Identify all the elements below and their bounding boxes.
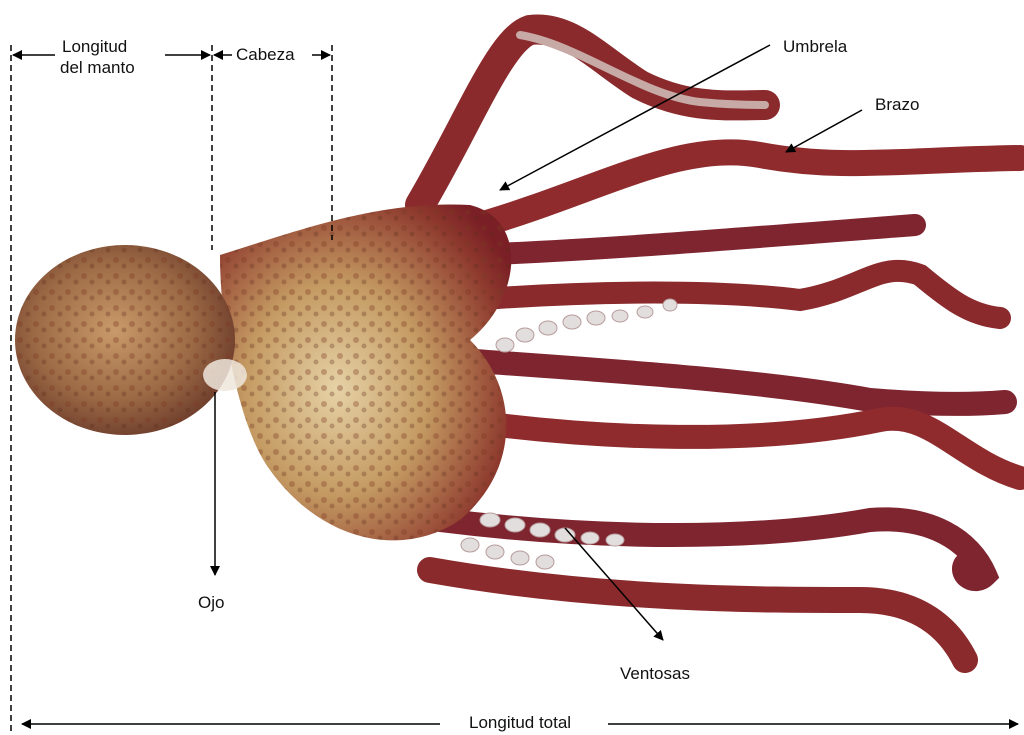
label-umbrela: Umbrela	[783, 37, 847, 56]
body	[15, 204, 511, 540]
arm-6	[460, 419, 1020, 478]
arm-2	[480, 152, 1020, 225]
label-brazo: Brazo	[875, 95, 919, 114]
label-longitud-total: Longitud total	[469, 713, 571, 732]
label-longitud-manto-line2: del manto	[60, 58, 135, 77]
arm-3	[470, 225, 915, 255]
label-longitud-manto-line1: Longitud	[62, 37, 127, 56]
label-ojo: Ojo	[198, 593, 224, 612]
label-ventosas: Ventosas	[620, 664, 690, 683]
arm-5	[460, 360, 1005, 404]
arm-4	[470, 271, 1000, 318]
label-cabeza: Cabeza	[236, 45, 295, 64]
eye-region	[203, 359, 247, 391]
arm-8	[430, 570, 965, 660]
